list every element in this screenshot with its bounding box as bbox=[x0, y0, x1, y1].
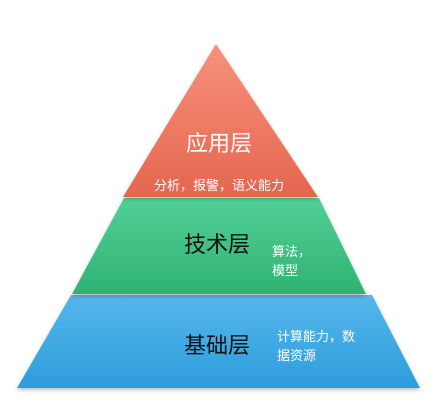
layer-technology: 技术层 算法， 模型 bbox=[72, 198, 366, 294]
layer-technology-title: 技术层 bbox=[184, 233, 250, 258]
layer-application-desc-line-1: 分析，报警，语义能力 bbox=[154, 178, 284, 194]
layer-foundation-title: 基础层 bbox=[184, 334, 250, 359]
layer-technology-shape bbox=[72, 198, 366, 294]
layer-application-shape bbox=[123, 44, 318, 197]
layer-foundation: 基础层 计算能力，数 据资源 bbox=[17, 295, 420, 388]
layer-application: 应用层 分析，报警，语义能力 bbox=[123, 44, 318, 197]
layer-application-title: 应用层 bbox=[186, 132, 252, 157]
layer-foundation-desc-line-2: 据资源 bbox=[277, 349, 316, 364]
layer-foundation-shape bbox=[17, 295, 420, 388]
layer-technology-desc-line-1: 算法， bbox=[272, 245, 311, 260]
layer-technology-desc-line-2: 模型 bbox=[272, 264, 298, 279]
layer-foundation-desc-line-1: 计算能力，数 bbox=[277, 330, 355, 345]
